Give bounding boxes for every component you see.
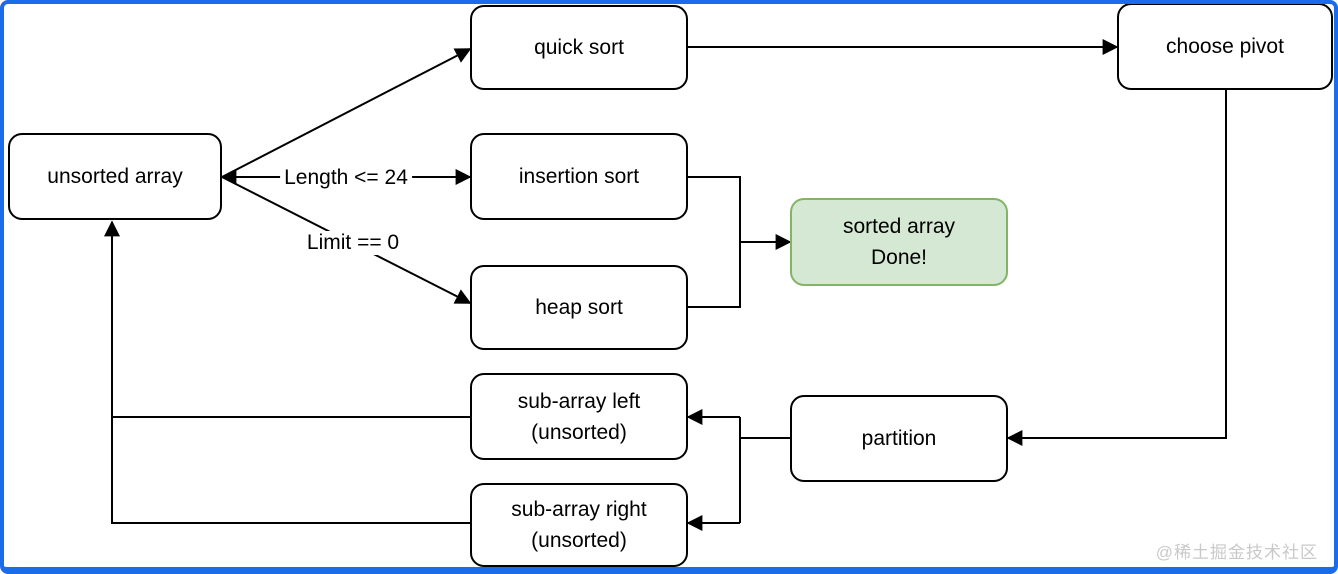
node-label: heap sort [535, 296, 623, 319]
node-sub-array-right: sub-array right (unsorted) [470, 483, 688, 567]
edge-label-length-condition: Length <= 24 [280, 166, 412, 190]
node-label-line2: Done! [870, 246, 928, 269]
node-label: choose pivot [1166, 35, 1284, 58]
node-label-line1: sub-array right [511, 498, 647, 521]
node-label: quick sort [534, 36, 624, 59]
node-label-line1: sorted array [842, 215, 956, 238]
edge-label-limit-condition: Limit == 0 [302, 231, 404, 255]
node-partition: partition [790, 395, 1008, 482]
node-label: unsorted array [47, 165, 183, 188]
edge-subarray-right-return-to-unsorted [104, 220, 470, 524]
node-quick-sort: quick sort [470, 5, 688, 90]
node-sorted-array-done: sorted array Done! [790, 198, 1008, 286]
node-label-line1: sub-array left [517, 389, 641, 413]
node-sub-array-left: sub-array left (unsorted) [470, 373, 688, 460]
node-label-line2: (unsorted) [531, 420, 627, 444]
node-label-line2: (unsorted) [531, 529, 627, 552]
edge-choosepivot-to-partition [1006, 90, 1227, 446]
node-choose-pivot: choose pivot [1117, 3, 1333, 90]
watermark-text: @稀土掘金技术社区 [1155, 543, 1318, 562]
node-heap-sort: heap sort [470, 265, 688, 350]
node-label: insertion sort [518, 165, 640, 188]
node-insertion-sort: insertion sort [470, 133, 688, 220]
edge-sorts-merge-connector [688, 176, 741, 308]
node-label: partition [861, 427, 937, 450]
edge-unsorted-to-quicksort [221, 48, 472, 178]
node-unsorted-array: unsorted array [8, 133, 222, 220]
